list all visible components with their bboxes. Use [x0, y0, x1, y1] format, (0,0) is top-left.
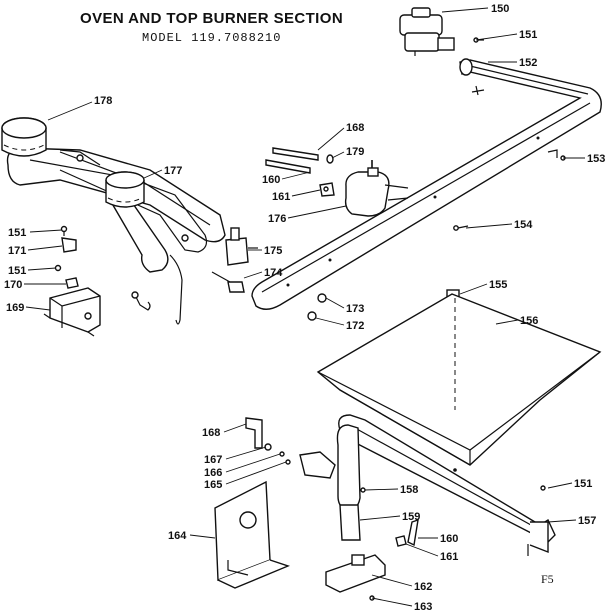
callout-160-b: 160	[440, 533, 458, 545]
manifold-pipe	[251, 58, 602, 310]
oven-pilot-mixer	[245, 417, 366, 541]
callout-163: 163	[414, 601, 432, 612]
callout-170: 170	[4, 279, 22, 291]
figure-code: F5	[541, 572, 554, 586]
callout-175: 175	[264, 245, 282, 257]
callout-176: 176	[268, 213, 286, 225]
pressure-regulator	[399, 7, 455, 56]
callout-177: 177	[164, 165, 182, 177]
callout-162: 162	[414, 581, 432, 593]
left-bracket-hardware	[43, 225, 101, 337]
callout-173: 173	[346, 303, 364, 315]
callout-169: 169	[6, 302, 24, 314]
callout-151-b: 151	[574, 478, 592, 490]
callout-159: 159	[402, 511, 420, 523]
callout-168-a: 168	[346, 122, 364, 134]
callout-178: 178	[94, 95, 112, 107]
callout-151-c: 151	[8, 227, 26, 239]
callout-167: 167	[204, 454, 222, 466]
callout-156: 156	[520, 315, 538, 327]
diagram-title: OVEN AND TOP BURNER SECTION	[80, 10, 344, 27]
leader-lines	[24, 7, 585, 607]
callout-154: 154	[514, 219, 533, 231]
callout-labels: 150 151 152 153 154 155 156 151 157 178 …	[4, 3, 605, 612]
callout-179: 179	[346, 146, 364, 158]
model-number: MODEL 119.7088210	[142, 31, 282, 45]
callout-172: 172	[346, 320, 364, 332]
callout-150: 150	[491, 3, 509, 15]
callout-151-a: 151	[519, 29, 537, 41]
callout-174: 174	[264, 267, 283, 279]
callout-171: 171	[8, 245, 26, 257]
callout-152: 152	[519, 57, 537, 69]
callout-161-b: 161	[440, 551, 458, 563]
callout-161-a: 161	[272, 191, 290, 203]
callout-158: 158	[400, 484, 418, 496]
top-burner-assembly	[1, 117, 226, 325]
callout-168-b: 168	[202, 427, 220, 439]
callout-164: 164	[168, 530, 187, 542]
center-valves	[211, 147, 409, 321]
burner-baffle	[316, 293, 602, 466]
valve-mounting-bracket	[214, 480, 290, 589]
callout-151-d: 151	[8, 265, 26, 277]
callout-165: 165	[204, 479, 222, 491]
callout-157: 157	[578, 515, 596, 527]
callout-160-a: 160	[262, 174, 280, 186]
callout-166: 166	[204, 467, 222, 479]
callout-153: 153	[587, 153, 605, 165]
oven-safety-valve	[325, 518, 419, 601]
callout-155: 155	[489, 279, 507, 291]
